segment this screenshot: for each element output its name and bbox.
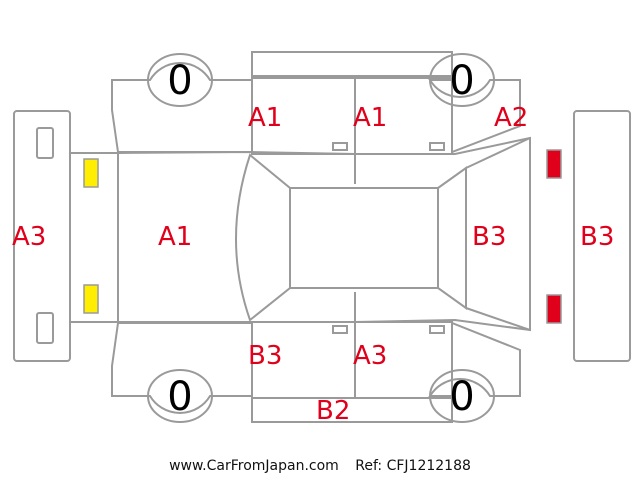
label-right-rocker: B2 <box>316 396 351 426</box>
tire-front-left-value: 0 <box>167 58 193 104</box>
tire-rear-right-outline <box>429 369 495 423</box>
rear-deck-line-top <box>465 137 531 169</box>
left-rear-handle <box>429 142 445 151</box>
label-trunk-lid: B3 <box>472 222 507 252</box>
tire-front-left-outline <box>147 53 213 107</box>
tire-rear-left-outline <box>429 53 495 107</box>
footer-credit: www.CarFromJapan.com Ref: CFJ1212188 <box>0 458 640 474</box>
footer-site: www.CarFromJapan.com <box>169 458 339 474</box>
taillight-left <box>546 149 562 179</box>
tire-rear-right-value: 0 <box>449 374 475 420</box>
label-hood: A1 <box>158 222 193 252</box>
rear-deck-line-bottom <box>465 307 531 331</box>
left-rocker-outline <box>251 51 453 77</box>
left-front-handle <box>332 142 348 151</box>
label-right-rear-door: A3 <box>353 341 388 371</box>
right-rocker-outline <box>251 397 453 423</box>
label-left-rear-door: A1 <box>353 103 388 133</box>
label-left-front-door: A1 <box>248 103 283 133</box>
taillight-right <box>546 294 562 324</box>
rear-bumper-outline <box>573 110 631 362</box>
headlight-left <box>83 158 99 188</box>
headlight-right <box>83 284 99 314</box>
label-front-bumper: A3 <box>12 222 47 252</box>
right-front-handle <box>332 325 348 334</box>
label-right-front-door: B3 <box>248 341 283 371</box>
roof-outline <box>289 187 439 289</box>
right-rear-handle <box>429 325 445 334</box>
label-rear-bumper: B3 <box>580 222 615 252</box>
front-bumper-marker-top <box>36 127 54 159</box>
tire-front-right-value: 0 <box>167 374 193 420</box>
left-rear-quarter-outline <box>428 79 521 154</box>
tire-front-right-outline <box>147 369 213 423</box>
body-outline <box>69 136 531 332</box>
front-bumper-marker-bottom <box>36 312 54 344</box>
label-left-rear-quarter: A2 <box>494 103 529 133</box>
rear-window-outline <box>437 166 467 310</box>
right-rear-quarter-outline <box>428 321 521 397</box>
windshield-outline <box>235 153 291 322</box>
footer-ref: Ref: CFJ1212188 <box>355 458 471 474</box>
tire-rear-left-value: 0 <box>449 58 475 104</box>
